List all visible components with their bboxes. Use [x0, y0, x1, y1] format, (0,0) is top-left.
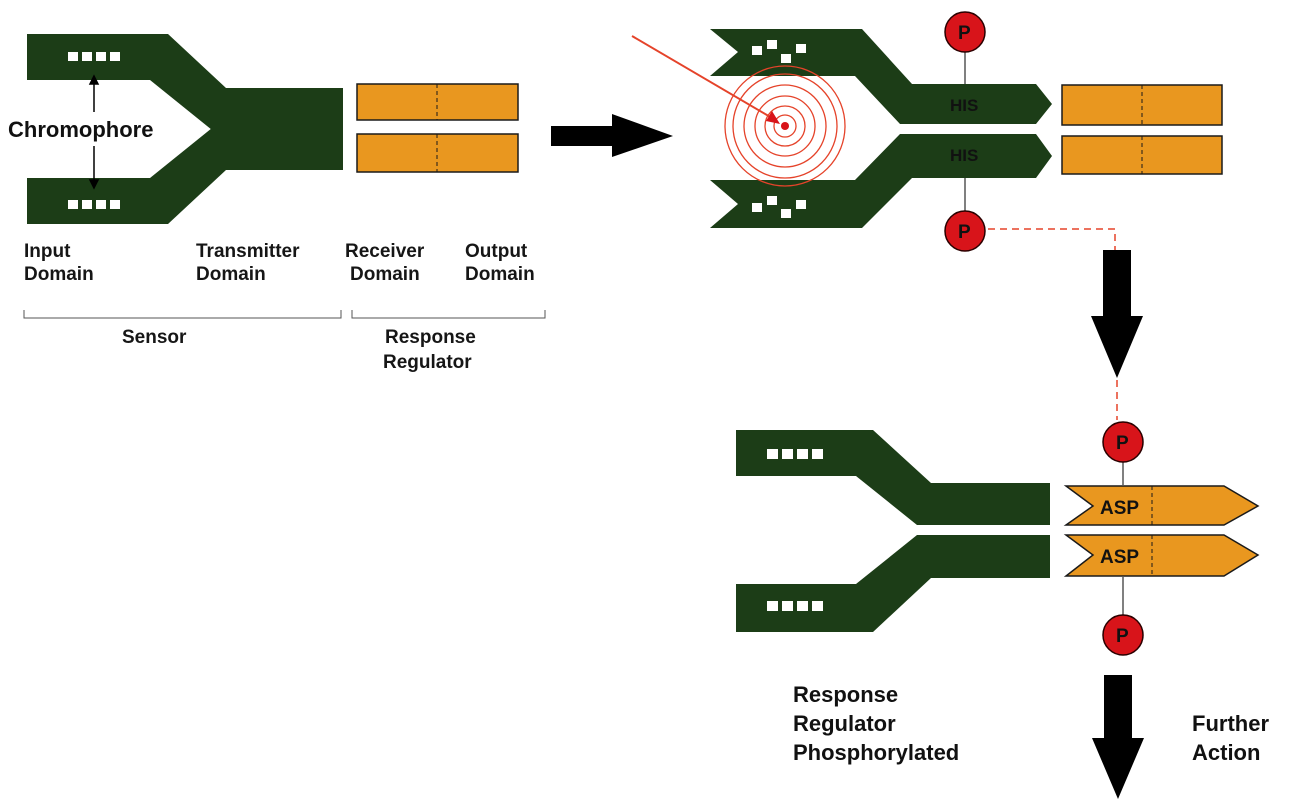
regulator-lower-box — [357, 134, 518, 172]
regulator-lower-box-step2 — [1062, 136, 1222, 174]
sensor-upper-subunit — [27, 34, 343, 130]
sensor-dimer-activated: HIS HIS — [710, 29, 1052, 228]
further-action-arrow — [1092, 675, 1144, 799]
transition-arrow-right — [551, 114, 673, 157]
light-absorption-center — [781, 122, 789, 130]
asp-residue-lower: ASP — [1100, 547, 1139, 568]
response-regulator-bracket — [352, 310, 545, 318]
final-sensor-lower-subunit — [736, 535, 1050, 632]
phosphorylated-regulator-lower — [1066, 535, 1258, 576]
phosphate-label-asp-upper: P — [1116, 433, 1129, 454]
phosphate-label-his-upper: P — [958, 23, 971, 44]
chromophore-label: Chromophore — [8, 117, 153, 142]
transition-arrow-down — [1091, 250, 1143, 378]
response-regulator-resting — [357, 84, 518, 172]
phosphate-label-asp-lower: P — [1116, 626, 1129, 647]
phosphorylated-regulator-upper — [1066, 486, 1258, 525]
sensor-dimer-final — [736, 430, 1050, 632]
final-sensor-upper-subunit — [736, 430, 1050, 525]
regulator-upper-box-step2 — [1062, 85, 1222, 125]
phosphorylated-regulator: ASP ASP — [1066, 486, 1258, 576]
group-brackets — [24, 310, 545, 318]
his-residue-upper: HIS — [950, 96, 978, 115]
phosphate-label-his-lower: P — [958, 222, 971, 243]
response-regulator-phosphorylated-label: Response Regulator Phosphorylated — [793, 682, 959, 765]
his-residue-lower: HIS — [950, 146, 978, 165]
sensor-label: Sensor — [122, 327, 187, 348]
phosphate-transfer-path — [988, 229, 1115, 250]
sensor-bracket — [24, 310, 341, 318]
sensor-lower-subunit — [27, 128, 343, 224]
further-action-label: Further Action — [1192, 711, 1275, 765]
asp-residue-upper: ASP — [1100, 498, 1139, 519]
his-phosphate-groups: P P — [945, 12, 985, 251]
activated-sensor-upper-subunit — [710, 29, 1052, 124]
regulator-boxes-activated-step — [1062, 85, 1222, 174]
